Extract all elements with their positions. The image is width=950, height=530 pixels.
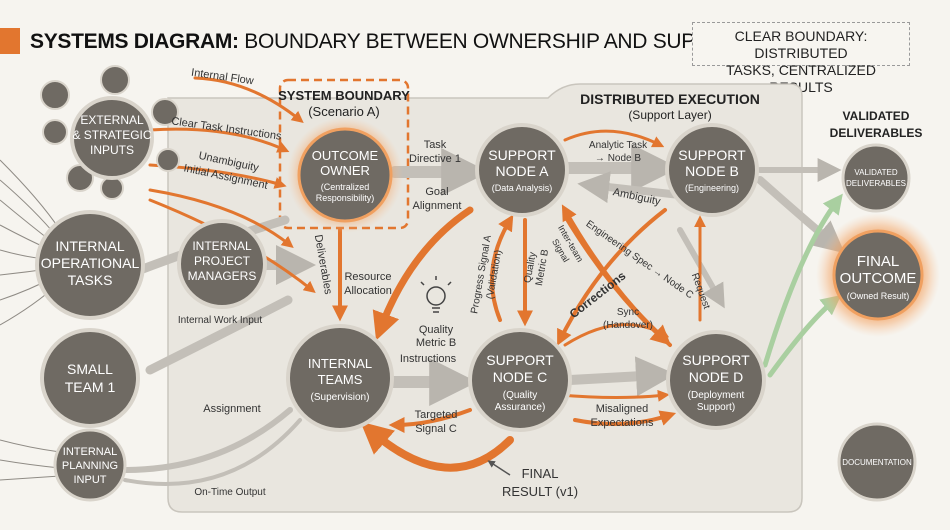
teams-sub1: (Supervision): [311, 392, 370, 403]
diagram-title: SYSTEMS DIAGRAM: BOUNDARY BETWEEN OWNERS…: [30, 30, 752, 54]
boundary-header-l2: (Scenario A): [308, 104, 380, 119]
label-task-directive-1: Task: [424, 139, 447, 151]
node-a-sub1: (Data Analysis): [492, 183, 553, 193]
label-final-result-2: RESULT (v1): [502, 484, 578, 499]
validated-l1: VALIDATED: [854, 168, 897, 177]
distributed-header-l1: DISTRIBUTED EXECUTION: [580, 91, 760, 107]
label-goal-alignment-1: Goal: [425, 186, 448, 198]
title-rest: BOUNDARY BETWEEN OWNERSHIP AND SUPPORT: [238, 30, 752, 53]
boundary-callout: CLEAR BOUNDARY: DISTRIBUTED TASKS, CENTR…: [692, 22, 910, 95]
node-d-sub1: (Deployment: [688, 390, 745, 401]
label-sync-1: Sync: [617, 307, 639, 318]
label-misaligned-1: Misaligned: [596, 403, 649, 415]
documentation-l1: DOCUMENTATION: [842, 458, 912, 467]
node-d-l1: SUPPORT: [682, 352, 750, 368]
label-resource-allocation-2: Allocation: [344, 285, 392, 297]
node-b-sub1: (Engineering): [685, 183, 739, 193]
owner-sub2: Responsibility): [316, 193, 375, 203]
gray-flow-arrows: [122, 144, 845, 486]
node-c-l2: NODE C: [493, 369, 547, 385]
label-misaligned-2: Expectations: [591, 417, 654, 429]
distributed-header-l2: (Support Layer): [628, 108, 711, 122]
node-d-sub2: Support): [697, 402, 735, 413]
title-accent-bar: [0, 28, 20, 54]
managers-l2: PROJECT: [194, 254, 251, 268]
node-planning: INTERNAL PLANNING INPUT: [53, 428, 127, 502]
node-external: EXTERNAL & STRATEGIC INPUTS: [70, 96, 154, 180]
label-internal-flow: Internal Flow: [190, 67, 254, 88]
node-operational: INTERNAL OPERATIONAL TASKS: [35, 210, 145, 320]
node-managers: INTERNAL PROJECT MANAGERS: [177, 219, 267, 309]
node-final: FINAL OUTCOME (Owned Result): [832, 229, 924, 321]
node-c-sub2: Assurance): [495, 402, 546, 413]
boundary-header-l1: SYSTEM BOUNDARY: [278, 88, 410, 103]
final-result-pointer: [487, 460, 511, 476]
lightbulb-icon: [420, 276, 452, 313]
operational-l1: INTERNAL: [55, 238, 124, 254]
title-bold: SYSTEMS DIAGRAM:: [30, 30, 239, 53]
node-d: SUPPORT NODE D (Deployment Support): [666, 330, 766, 430]
owner-l2: OWNER: [320, 163, 370, 178]
validated-header-l2: DELIVERABLES: [830, 126, 923, 140]
label-targeted-signal-1: Targeted: [415, 409, 458, 421]
teams-l1: INTERNAL: [308, 356, 372, 371]
label-analytic-task-2: → Node B: [595, 153, 641, 164]
node-d-l2: NODE D: [689, 369, 743, 385]
node-a-l1: SUPPORT: [488, 147, 556, 163]
external-satellite-bubbles: [40, 65, 180, 200]
node-c-sub1: (Quality: [503, 390, 537, 401]
teams-l2: TEAMS: [318, 372, 363, 387]
operational-l3: TASKS: [68, 272, 113, 288]
label-quality-vert-1: Quality: [522, 251, 538, 284]
node-a: SUPPORT NODE A (Data Analysis): [475, 123, 569, 217]
small-team-l2: TEAM 1: [65, 379, 116, 395]
validated-l2: DELIVERABLES: [846, 179, 906, 188]
external-l1: EXTERNAL: [80, 113, 144, 127]
node-owner: OUTCOME OWNER (Centralized Responsibilit…: [297, 127, 393, 223]
planning-l3: INPUT: [74, 474, 107, 486]
label-quality-metric-2: Metric B: [416, 337, 456, 349]
node-a-l2: NODE A: [496, 163, 550, 179]
node-b-l1: SUPPORT: [678, 147, 746, 163]
planning-l1: INTERNAL: [63, 446, 117, 458]
owner-sub1: (Centralized: [321, 182, 370, 192]
node-small-team: SMALL TEAM 1: [40, 328, 140, 428]
planning-l2: PLANNING: [62, 460, 118, 472]
label-targeted-signal-2: Signal C: [415, 423, 457, 435]
final-l1: FINAL: [857, 253, 900, 270]
label-sync-2: (Handover): [603, 320, 653, 331]
node-documentation: DOCUMENTATION: [837, 422, 917, 502]
left-input-lines: [0, 159, 61, 481]
managers-l3: MANAGERS: [188, 269, 257, 283]
final-l2: OUTCOME: [840, 270, 917, 287]
node-teams: INTERNAL TEAMS (Supervision): [286, 324, 394, 432]
label-analytic-task-1: Analytic Task: [589, 140, 648, 151]
label-resource-allocation-1: Resource: [344, 271, 391, 283]
node-c: SUPPORT NODE C (Quality Assurance): [468, 328, 572, 432]
label-internal-work-input: Internal Work Input: [178, 315, 263, 326]
node-c-l1: SUPPORT: [486, 352, 554, 368]
node-b-l2: NODE B: [685, 163, 739, 179]
managers-l1: INTERNAL: [192, 239, 252, 253]
external-l2: & STRATEGIC: [72, 128, 151, 142]
node-b: SUPPORT NODE B (Engineering): [665, 123, 759, 217]
validated-header-l1: VALIDATED: [843, 109, 910, 123]
node-validated: VALIDATED DELIVERABLES: [841, 143, 911, 213]
operational-l2: OPERATIONAL: [41, 255, 140, 271]
owner-l1: OUTCOME: [312, 148, 379, 163]
small-team-l1: SMALL: [67, 361, 113, 377]
label-final-result-1: FINAL: [522, 466, 559, 481]
label-on-time-output: On-Time Output: [194, 487, 266, 498]
final-sub1: (Owned Result): [847, 291, 910, 301]
label-assignment: Assignment: [203, 403, 260, 415]
label-instructions: Instructions: [400, 353, 457, 365]
external-l3: INPUTS: [90, 143, 134, 157]
label-goal-alignment-2: Alignment: [413, 200, 462, 212]
label-task-directive-2: Directive 1: [409, 153, 461, 165]
callout-line-1: CLEAR BOUNDARY: DISTRIBUTED: [734, 28, 868, 61]
label-quality-metric-1: Quality: [419, 324, 454, 336]
boundary-box: [278, 78, 410, 230]
